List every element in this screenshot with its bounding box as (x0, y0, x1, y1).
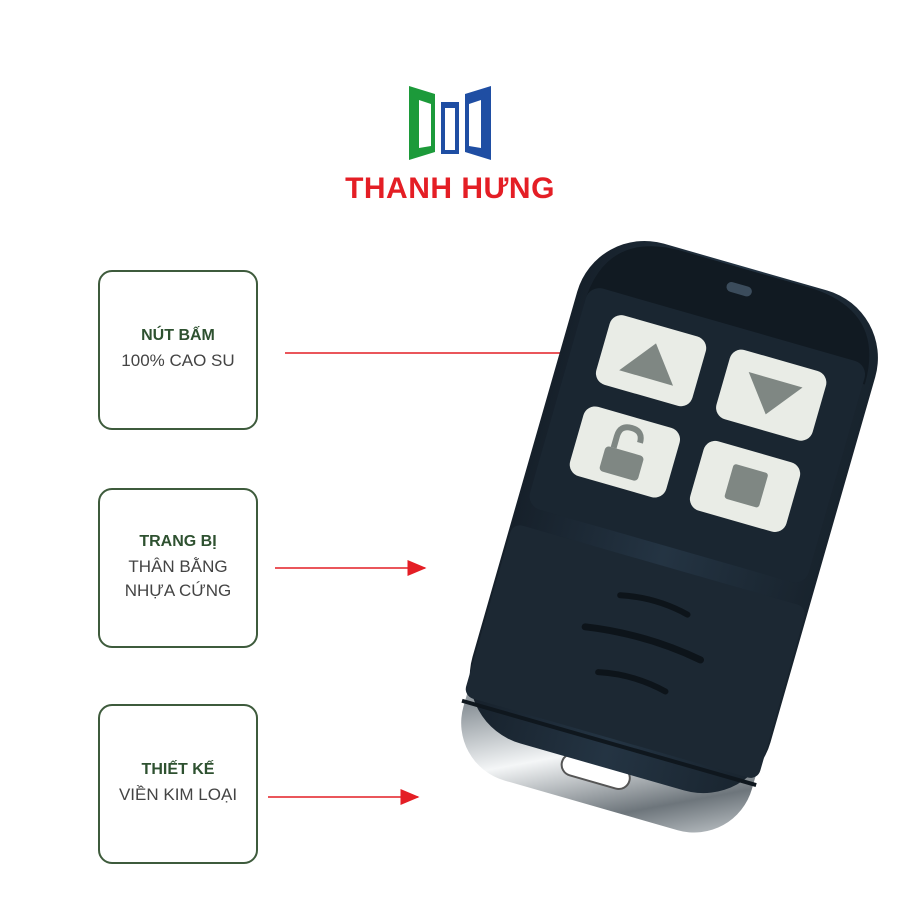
stop-icon (724, 464, 768, 508)
feature-line: THÂN BẰNG (128, 557, 228, 576)
feature-line: NHỰA CỨNG (124, 581, 232, 600)
unlock-icon (599, 446, 644, 481)
feature-card-buttons: NÚT BẤM 100% CAO SU (98, 270, 258, 430)
feature-title: NÚT BẤM (141, 327, 215, 344)
down-arrow-icon (748, 372, 803, 415)
unlock-button (569, 406, 681, 498)
brand-name: THANH HƯNG (345, 172, 555, 205)
feature-title: THIẾT KẾ (141, 761, 215, 778)
remote-control-image (461, 240, 878, 833)
up-arrow-button (595, 315, 707, 407)
down-arrow-button (716, 349, 827, 441)
feature-line: VIỀN KIM LOẠI (118, 785, 238, 804)
brand-logo (409, 86, 491, 160)
stop-button (689, 440, 801, 533)
feature-title: TRANG BỊ (139, 533, 217, 550)
logo-green-inner (419, 100, 431, 148)
up-arrow-icon (619, 343, 674, 386)
feature-card-body: TRANG BỊ THÂN BẰNG NHỰA CỨNG (98, 488, 258, 648)
logo-blue-inner (469, 100, 481, 148)
feature-line: 100% CAO SU (121, 351, 235, 370)
feature-card-design: THIẾT KẾ VIỀN KIM LOẠI (98, 704, 258, 864)
